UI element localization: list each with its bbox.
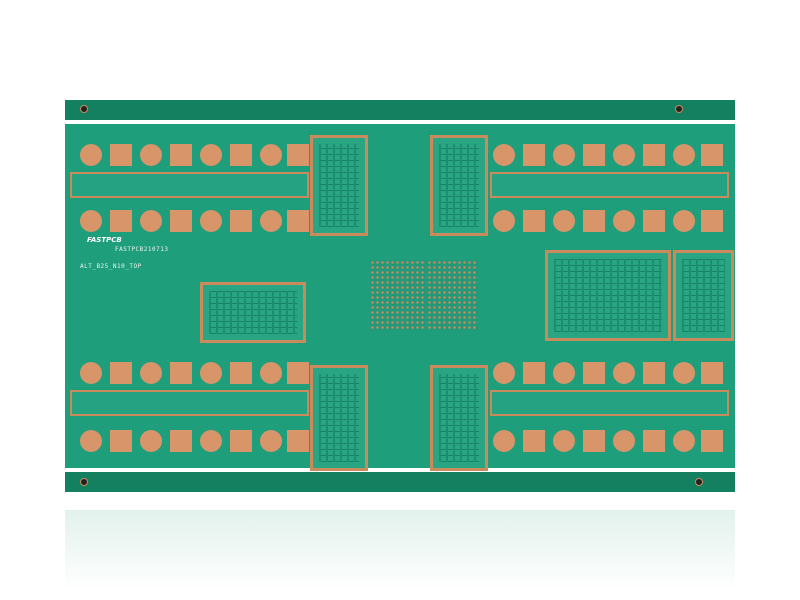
shielded-module — [673, 250, 734, 341]
component-strip — [490, 172, 729, 198]
copper-pad — [140, 210, 162, 232]
board-reflection — [65, 510, 735, 590]
bga-chip — [427, 260, 477, 330]
copper-pad — [200, 144, 222, 166]
copper-pad — [643, 430, 665, 452]
copper-pad — [230, 362, 252, 384]
copper-pad — [613, 430, 635, 452]
copper-pad — [230, 210, 252, 232]
copper-pad — [613, 362, 635, 384]
copper-pad — [643, 362, 665, 384]
copper-pad — [583, 210, 605, 232]
copper-pad — [701, 144, 723, 166]
copper-pad — [613, 210, 635, 232]
mounting-hole — [80, 478, 88, 486]
mounting-hole — [675, 105, 683, 113]
copper-pad — [170, 362, 192, 384]
copper-pad — [260, 210, 282, 232]
copper-pad — [110, 144, 132, 166]
copper-pad — [613, 144, 635, 166]
copper-pad — [140, 144, 162, 166]
copper-pad — [140, 362, 162, 384]
copper-pad — [523, 430, 545, 452]
copper-pad — [80, 430, 102, 452]
copper-pad — [493, 210, 515, 232]
copper-pad — [260, 430, 282, 452]
bottom-slot — [65, 468, 735, 472]
copper-pad — [110, 430, 132, 452]
shielded-module — [200, 282, 306, 343]
copper-pad — [110, 362, 132, 384]
pcb-board: FASTPCB FASTPCB210713 ALT_B25_N10_TOP — [65, 100, 735, 492]
copper-pad — [170, 210, 192, 232]
copper-pad — [200, 362, 222, 384]
copper-pad — [523, 144, 545, 166]
copper-pad — [553, 144, 575, 166]
copper-pad — [493, 362, 515, 384]
copper-pad — [170, 430, 192, 452]
copper-pad — [287, 210, 309, 232]
top-slot — [65, 120, 735, 124]
copper-pad — [701, 362, 723, 384]
copper-pad — [260, 144, 282, 166]
copper-pad — [140, 430, 162, 452]
copper-pad — [80, 144, 102, 166]
copper-pad — [583, 430, 605, 452]
copper-pad — [553, 430, 575, 452]
copper-pad — [673, 210, 695, 232]
copper-pad — [523, 362, 545, 384]
component-strip — [70, 390, 309, 416]
shielded-module — [310, 365, 368, 471]
copper-pad — [701, 430, 723, 452]
copper-pad — [583, 144, 605, 166]
copper-pad — [260, 362, 282, 384]
copper-pad — [80, 210, 102, 232]
copper-pad — [553, 210, 575, 232]
copper-pad — [287, 430, 309, 452]
copper-pad — [523, 210, 545, 232]
copper-pad — [643, 210, 665, 232]
copper-pad — [200, 430, 222, 452]
copper-pad — [673, 144, 695, 166]
top-rail — [65, 100, 735, 120]
component-strip — [70, 172, 309, 198]
copper-pad — [287, 362, 309, 384]
bottom-rail — [65, 472, 735, 492]
shielded-module — [310, 135, 368, 236]
copper-pad — [701, 210, 723, 232]
copper-pad — [230, 144, 252, 166]
board-serial: FASTPCB210713 — [115, 246, 169, 253]
copper-pad — [673, 362, 695, 384]
copper-pad — [287, 144, 309, 166]
shielded-module — [430, 135, 488, 236]
shielded-module — [545, 250, 671, 341]
copper-pad — [170, 144, 192, 166]
mounting-hole — [80, 105, 88, 113]
copper-pad — [583, 362, 605, 384]
copper-pad — [230, 430, 252, 452]
layer-label: ALT_B25_N10_TOP — [80, 263, 142, 270]
component-strip — [490, 390, 729, 416]
copper-pad — [493, 144, 515, 166]
copper-pad — [643, 144, 665, 166]
board-logo: FASTPCB — [87, 236, 122, 244]
copper-pad — [673, 430, 695, 452]
shielded-module — [430, 365, 488, 471]
copper-pad — [110, 210, 132, 232]
copper-pad — [553, 362, 575, 384]
mounting-hole — [695, 478, 703, 486]
copper-pad — [80, 362, 102, 384]
copper-pad — [200, 210, 222, 232]
bga-chip — [370, 260, 425, 330]
copper-pad — [493, 430, 515, 452]
